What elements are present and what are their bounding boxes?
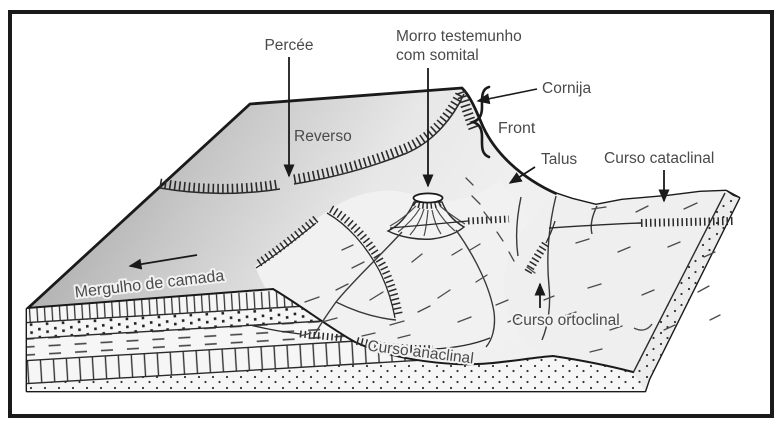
- cornija-leader-arrow: [476, 88, 538, 105]
- anaclinal-river-line: [249, 324, 301, 335]
- right-face-stipple-pattern: [633, 193, 739, 391]
- cataclinal-river-line: [548, 222, 642, 229]
- butte-summit-cap: [412, 192, 444, 204]
- label-morro-line1: Morro testemunho: [396, 28, 522, 45]
- block-diagram: [25, 86, 741, 393]
- right-plain: [503, 191, 736, 372]
- depression-floor: [255, 181, 546, 357]
- label-front: Front: [498, 120, 536, 137]
- escarpment-hatch: [159, 89, 479, 319]
- terrain-contours: [313, 195, 598, 348]
- label-reverso: Reverso: [294, 128, 352, 145]
- label-talus: Talus: [541, 151, 577, 168]
- rivers: [249, 215, 734, 354]
- label-morro-line2: com somital: [396, 47, 479, 64]
- front-brace: [468, 85, 491, 159]
- label-curso-ortoclinal: Curso ortoclinal: [512, 312, 620, 329]
- mergulho-arrow: [128, 254, 198, 270]
- cataclinal-river-hatch: [640, 217, 734, 227]
- ortoclinal-label-tail: [633, 323, 653, 331]
- terrain-base-line: [26, 287, 634, 373]
- label-percee: Percée: [264, 37, 313, 54]
- label-cornija: Cornija: [542, 80, 591, 97]
- label-curso-cataclinal: Curso cataclinal: [604, 150, 714, 167]
- butte-skirt: [386, 201, 466, 240]
- texture-dashes: [299, 177, 721, 353]
- talus-arrow: [508, 166, 536, 184]
